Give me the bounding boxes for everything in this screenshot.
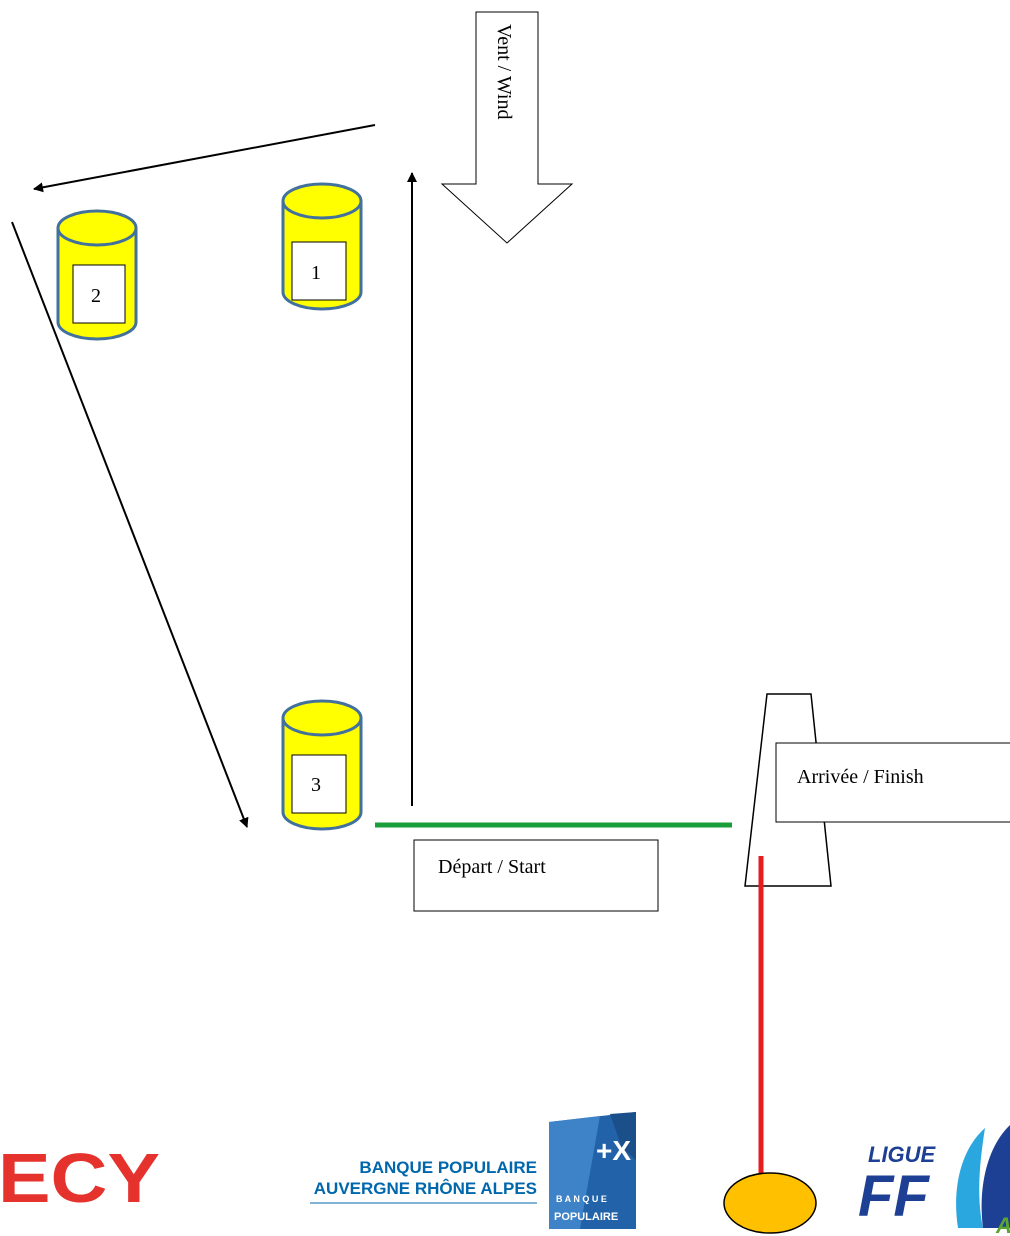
ecy-logo-text: ECY [0, 1139, 160, 1217]
leg-mark2-to-mark3 [11, 221, 249, 828]
wind-label: Vent / Wind [493, 24, 515, 120]
finish-label-box: Arrivée / Finish [775, 742, 1010, 823]
finish-label: Arrivée / Finish [797, 766, 924, 788]
bp-badge-line1: B A N Q U E [556, 1194, 607, 1204]
mark-2-buoy: 2 [56, 209, 138, 341]
bp-badge-plus: +X [596, 1135, 631, 1166]
bp-logo-line1: BANQUE POPULAIRE [359, 1158, 537, 1177]
wind-arrow: Vent / Wind [440, 11, 574, 244]
banque-populaire-logo: BANQUE POPULAIRE AUVERGNE RHÔNE ALPES +X… [310, 1112, 636, 1229]
start-label: Départ / Start [438, 856, 546, 878]
bp-badge-line2: POPULAIRE [554, 1211, 618, 1223]
mark-1-buoy: 1 [281, 182, 363, 311]
mark-2-label: 2 [91, 285, 101, 307]
ligue-ffvoile-logo: LIGUE FF A [858, 1125, 1010, 1236]
mark-3-label: 3 [311, 774, 321, 796]
finish-buoy [723, 1172, 817, 1234]
leg-mark1-to-mark2 [33, 124, 376, 193]
ligue-logo-region-initial: A [995, 1213, 1010, 1236]
ligue-sail-icon [956, 1128, 985, 1228]
mark-3-buoy: 3 [281, 699, 363, 831]
start-label-box: Départ / Start [413, 839, 659, 912]
ecy-logo: ECY [0, 1139, 160, 1217]
bp-logo-line2: AUVERGNE RHÔNE ALPES [314, 1179, 537, 1198]
ligue-logo-ligue: LIGUE [868, 1142, 937, 1167]
mark-1-label: 1 [311, 262, 321, 284]
bp-badge-icon: +X B A N Q U E POPULAIRE [549, 1112, 636, 1229]
ligue-logo-ff: FF [858, 1164, 930, 1229]
